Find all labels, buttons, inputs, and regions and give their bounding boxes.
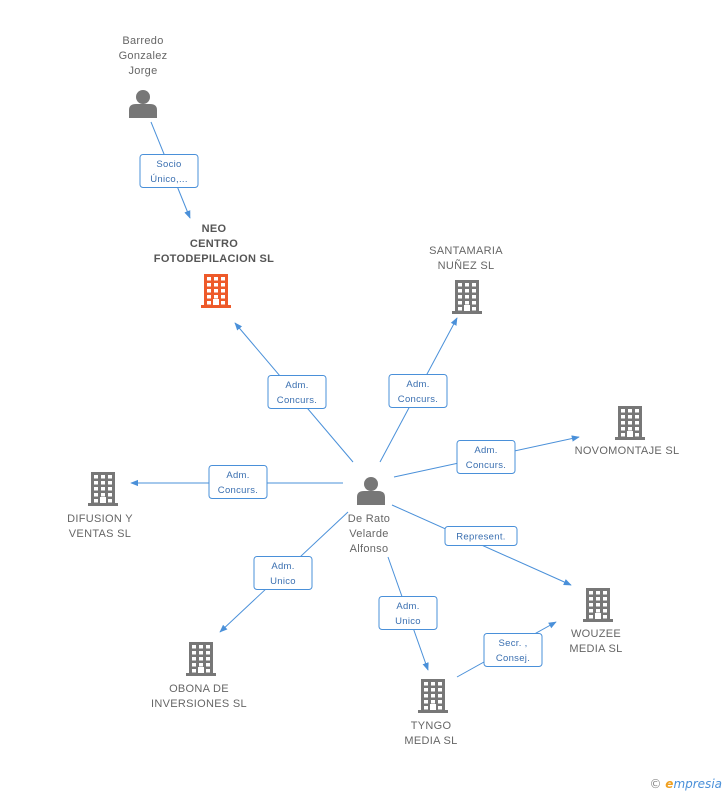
- edge-label-derato-to-obona[interactable]: Adm. Unico: [253, 556, 313, 590]
- building-icon: [452, 280, 482, 314]
- brand-watermark: © empresia: [649, 777, 722, 791]
- edge-label-text: Adm.: [271, 561, 294, 572]
- edge-label-derato-to-santamaria[interactable]: Adm. Concurs.: [388, 374, 448, 408]
- node-label-line: INVERSIONES SL: [151, 698, 247, 710]
- edge-label-text: Adm.: [285, 380, 308, 391]
- node-label-line: VENTAS SL: [69, 528, 131, 540]
- node-label-line: Barredo: [122, 35, 163, 47]
- node-label-line: Gonzalez: [119, 50, 168, 62]
- node-label-line: Jorge: [128, 65, 157, 77]
- node-label-line: OBONA DE: [169, 683, 229, 695]
- person-icon: [129, 90, 157, 118]
- brand-logo-e: e: [665, 777, 674, 791]
- edge-label-derato-to-wouzee[interactable]: Represent.: [444, 526, 518, 546]
- building-icon: [88, 472, 118, 506]
- node-santamaria[interactable]: SANTAMARIA NUÑEZ SL: [429, 245, 503, 314]
- edge-label-text: Concurs.: [277, 395, 317, 406]
- node-label-line: MEDIA SL: [404, 735, 457, 747]
- node-difusion[interactable]: DIFUSION Y VENTAS SL: [67, 472, 133, 540]
- node-label-line: CENTRO: [190, 238, 238, 250]
- edge-label-text: Adm.: [396, 601, 419, 612]
- edge-label-text: Adm.: [474, 445, 497, 456]
- node-obona[interactable]: OBONA DE INVERSIONES SL: [151, 642, 247, 710]
- edge-label-derato-to-novomontaje[interactable]: Adm. Concurs.: [456, 440, 516, 474]
- node-label-line: NEO: [202, 223, 227, 235]
- edge-label-text: Secr. ,: [498, 638, 527, 649]
- building-icon: [201, 274, 231, 308]
- building-icon: [615, 406, 645, 440]
- brand-name: mpresia: [673, 777, 722, 791]
- copyright-symbol: ©: [649, 777, 662, 791]
- edge-label-text: Adm.: [406, 379, 429, 390]
- node-label-line: NOVOMONTAJE SL: [575, 445, 680, 457]
- edge-label-text: Unico: [270, 576, 296, 587]
- building-icon: [186, 642, 216, 676]
- edge-label-text: Concurs.: [466, 460, 506, 471]
- edge-label-text: Único,...: [150, 174, 188, 185]
- node-novomontaje[interactable]: NOVOMONTAJE SL: [575, 406, 680, 457]
- node-label-line: DIFUSION Y: [67, 513, 133, 525]
- node-label-line: Velarde: [349, 528, 388, 540]
- building-icon: [418, 679, 448, 713]
- node-label-line: MEDIA SL: [569, 643, 622, 655]
- edge-label-derato-to-neo[interactable]: Adm. Concurs.: [267, 375, 327, 409]
- edge-label-derato-to-difusion[interactable]: Adm. Concurs.: [208, 465, 268, 499]
- node-tyngo[interactable]: TYNGO MEDIA SL: [404, 679, 457, 747]
- edge-label-tyngo-to-wouzee[interactable]: Secr. , Consej.: [483, 633, 543, 667]
- node-label-line: Alfonso: [350, 543, 389, 555]
- edge-label-text: Socio: [156, 159, 181, 170]
- node-label-line: WOUZEE: [571, 628, 621, 640]
- node-label-line: TYNGO: [411, 720, 452, 732]
- edge-label-text: Concurs.: [218, 485, 258, 496]
- edge-label-text: Concurs.: [398, 394, 438, 405]
- edge-label-text: Adm.: [226, 470, 249, 481]
- node-wouzee[interactable]: WOUZEE MEDIA SL: [569, 588, 622, 655]
- person-icon: [357, 477, 385, 505]
- edge-label-barredo-to-neo[interactable]: SocioÚnico,...: [139, 154, 199, 188]
- node-label-line: NUÑEZ SL: [438, 259, 495, 272]
- node-label-line: De Rato: [348, 513, 390, 525]
- building-icon: [583, 588, 613, 622]
- edge-label-text: Represent.: [456, 532, 505, 543]
- node-label-line: FOTODEPILACION SL: [154, 253, 274, 265]
- edge-label-text: Consej.: [496, 653, 530, 664]
- node-label-line: SANTAMARIA: [429, 245, 503, 257]
- edge-label-text: Unico: [395, 616, 421, 627]
- node-neo[interactable]: NEO CENTRO FOTODEPILACION SL: [154, 223, 274, 308]
- edge-label-derato-to-tyngo[interactable]: Adm. Unico: [378, 596, 438, 630]
